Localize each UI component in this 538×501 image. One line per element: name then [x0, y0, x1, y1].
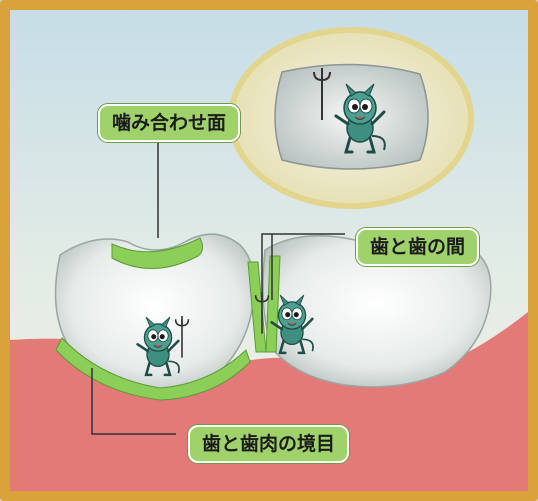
gum-line-label: 歯と歯肉の境目	[188, 425, 349, 463]
occlusal-surface-label: 噛み合わせ面	[98, 104, 240, 142]
between-teeth-label: 歯と歯の間	[356, 228, 479, 266]
